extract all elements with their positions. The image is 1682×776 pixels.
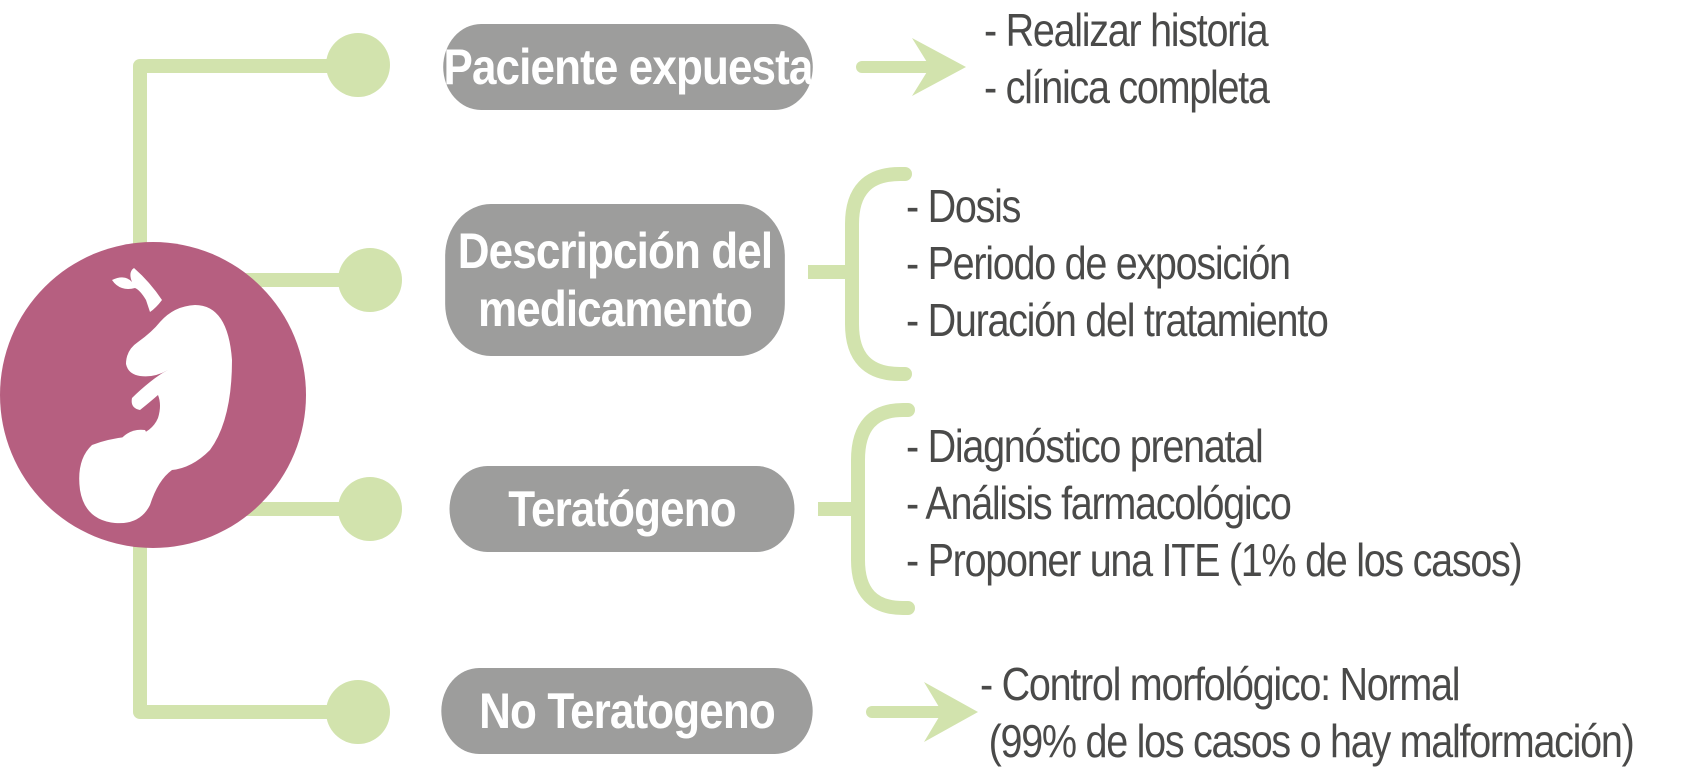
node-label: Teratógeno [508, 481, 736, 537]
node-pill-no-teratogeno: No Teratogeno [441, 668, 813, 754]
note-line: - Periodo de exposición [906, 237, 1291, 289]
node-label: No Teratogeno [479, 683, 776, 739]
note-line: - Dosis [906, 180, 1021, 232]
node-dot-no-teratogeno [326, 680, 390, 744]
arrow-head-paciente [912, 38, 966, 96]
note-line: - Realizar historia [984, 4, 1269, 56]
node-dot-descripcion [338, 248, 402, 312]
node-label: Paciente expuesta [443, 39, 813, 95]
node-dot-teratogeno [338, 477, 402, 541]
bracket-teratogeno [851, 403, 915, 615]
note-line: - clínica completa [984, 61, 1270, 113]
bracket-descripcion [845, 167, 912, 381]
node-label-line-2: medicamento [478, 281, 753, 337]
note-teratogeno: - Diagnóstico prenatal - Análisis farmac… [906, 418, 1523, 589]
note-line: - Control morfológico: Normal [980, 658, 1461, 710]
node-pill-descripcion: Descripción del medicamento [445, 204, 785, 356]
note-descripcion: - Dosis - Periodo de exposición - Duraci… [906, 178, 1329, 349]
note-line: - Proponer una ITE (1% de los casos) [906, 534, 1523, 586]
node-dot-paciente [326, 33, 390, 97]
note-line: (99% de los casos o hay malformación) [988, 715, 1635, 767]
node-pill-paciente: Paciente expuesta [443, 24, 813, 110]
node-pill-teratogeno: Teratógeno [449, 466, 795, 552]
note-no-teratogeno: - Control morfológico: Normal (99% de lo… [980, 656, 1635, 770]
note-line: - Análisis farmacológico [906, 477, 1292, 529]
note-line: - Duración del tratamiento [906, 294, 1329, 346]
arrow-head-no-teratogeno [924, 682, 978, 742]
note-paciente: - Realizar historia - clínica completa [984, 2, 1270, 116]
fetus-icon [79, 268, 232, 524]
note-line: - Diagnóstico prenatal [906, 420, 1264, 472]
node-label-line-1: Descripción del [457, 223, 773, 279]
